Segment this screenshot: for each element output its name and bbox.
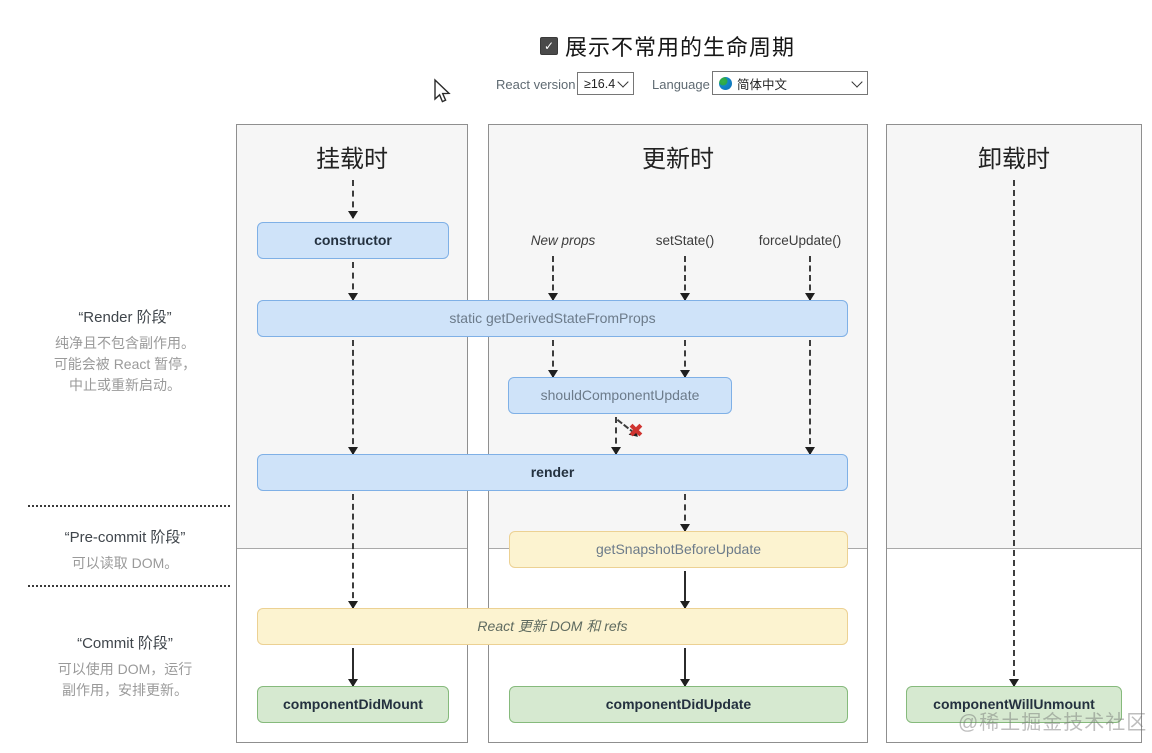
arrow-mount-to-constructor: [348, 180, 358, 219]
arrow-newprops-to-gdsfp: [548, 256, 558, 301]
react-version-select[interactable]: ≥16.4: [577, 72, 634, 95]
globe-icon: [719, 76, 732, 90]
juejin-watermark: @稀土掘金技术社区: [958, 712, 1148, 734]
cancel-x-icon: ✖: [628, 421, 644, 442]
phase-divider: [28, 505, 230, 507]
arrow-constructor-to-gdsfp: [348, 262, 358, 301]
component-did-update-box[interactable]: componentDidUpdate: [509, 686, 848, 723]
get-snapshot-before-update-box[interactable]: getSnapshotBeforeUpdate: [509, 531, 848, 568]
commit-phase-title: “Commit 阶段”: [77, 635, 173, 652]
render-phase-desc-line: 可能会被 React 暂停，: [53, 356, 197, 372]
arrow-setstate-to-gdsfp: [680, 256, 690, 301]
arrow-reactupdates-to-cdu: [680, 648, 690, 687]
arrow-gsbu-to-reactupdates: [680, 571, 690, 609]
show-uncommon-checkbox[interactable]: ✓: [540, 37, 558, 55]
arrow-forceupdate-to-gdsfp: [805, 256, 815, 301]
component-did-mount-box[interactable]: componentDidMount: [257, 686, 449, 723]
react-version-value: ≥16.4: [584, 76, 616, 91]
trigger-new-props: New props: [530, 233, 596, 248]
language-value: 简体中文: [737, 77, 788, 92]
title-row: ✓ 展示不常用的生命周期: [540, 30, 795, 62]
chevron-down-icon: [617, 76, 629, 88]
mounting-column-title: 挂载时: [316, 146, 388, 173]
controls-row: React version ≥16.4 Language 简体中文: [0, 70, 1152, 98]
commit-phase-desc-line: 可以使用 DOM，运行: [57, 661, 193, 677]
get-derived-state-from-props-box[interactable]: static getDerivedStateFromProps: [257, 300, 848, 337]
react-version-label: React version: [496, 77, 576, 92]
language-label: Language: [652, 77, 710, 92]
phase-divider: [28, 585, 230, 587]
commit-phase-legend: “Commit 阶段” 可以使用 DOM，运行 副作用，安排更新。: [18, 632, 232, 701]
arrow-render-to-gsbu: [680, 494, 690, 532]
arrow-render-to-reactupdates-mount: [348, 494, 358, 609]
render-phase-title: “Render 阶段”: [78, 309, 172, 326]
component-will-unmount-box[interactable]: componentWillUnmount: [906, 686, 1122, 723]
updating-panel: [488, 124, 868, 743]
language-select[interactable]: 简体中文: [712, 71, 868, 95]
arrow-scu-to-render: [611, 417, 621, 455]
should-component-update-box[interactable]: shouldComponentUpdate: [508, 377, 732, 414]
pre-commit-phase-desc-line: 可以读取 DOM。: [71, 555, 179, 571]
pre-commit-phase-title: “Pre-commit 阶段”: [64, 529, 186, 546]
constructor-box[interactable]: constructor: [257, 222, 449, 259]
unmounting-column-title: 卸载时: [978, 146, 1050, 173]
render-box[interactable]: render: [257, 454, 848, 491]
arrow-gdsfp-to-scu-right: [680, 340, 690, 378]
render-phase-desc-line: 中止或重新启动。: [69, 377, 181, 393]
arrow-reactupdates-to-cdm: [348, 648, 358, 687]
render-phase-legend: “Render 阶段” 纯净且不包含副作用。 可能会被 React 暂停， 中止…: [18, 306, 232, 396]
chevron-down-icon: [851, 75, 863, 88]
trigger-force-update: forceUpdate(): [758, 233, 842, 248]
arrow-forceupdate-to-render: [805, 340, 815, 455]
trigger-set-state: setState(): [655, 233, 715, 248]
react-updates-dom-box: React 更新 DOM 和 refs: [257, 608, 848, 645]
page-title: 展示不常用的生命周期: [565, 35, 796, 60]
mouse-cursor-icon: [430, 78, 451, 110]
pre-commit-phase-legend: “Pre-commit 阶段” 可以读取 DOM。: [18, 526, 232, 574]
arrow-gdsfp-to-render-mount: [348, 340, 358, 455]
updating-column-title: 更新时: [642, 146, 714, 173]
render-phase-desc-line: 纯净且不包含副作用。: [55, 335, 195, 351]
arrow-unmount-to-cwu: [1009, 180, 1019, 687]
commit-phase-desc-line: 副作用，安排更新。: [62, 682, 188, 698]
arrow-gdsfp-to-scu-left: [548, 340, 558, 378]
